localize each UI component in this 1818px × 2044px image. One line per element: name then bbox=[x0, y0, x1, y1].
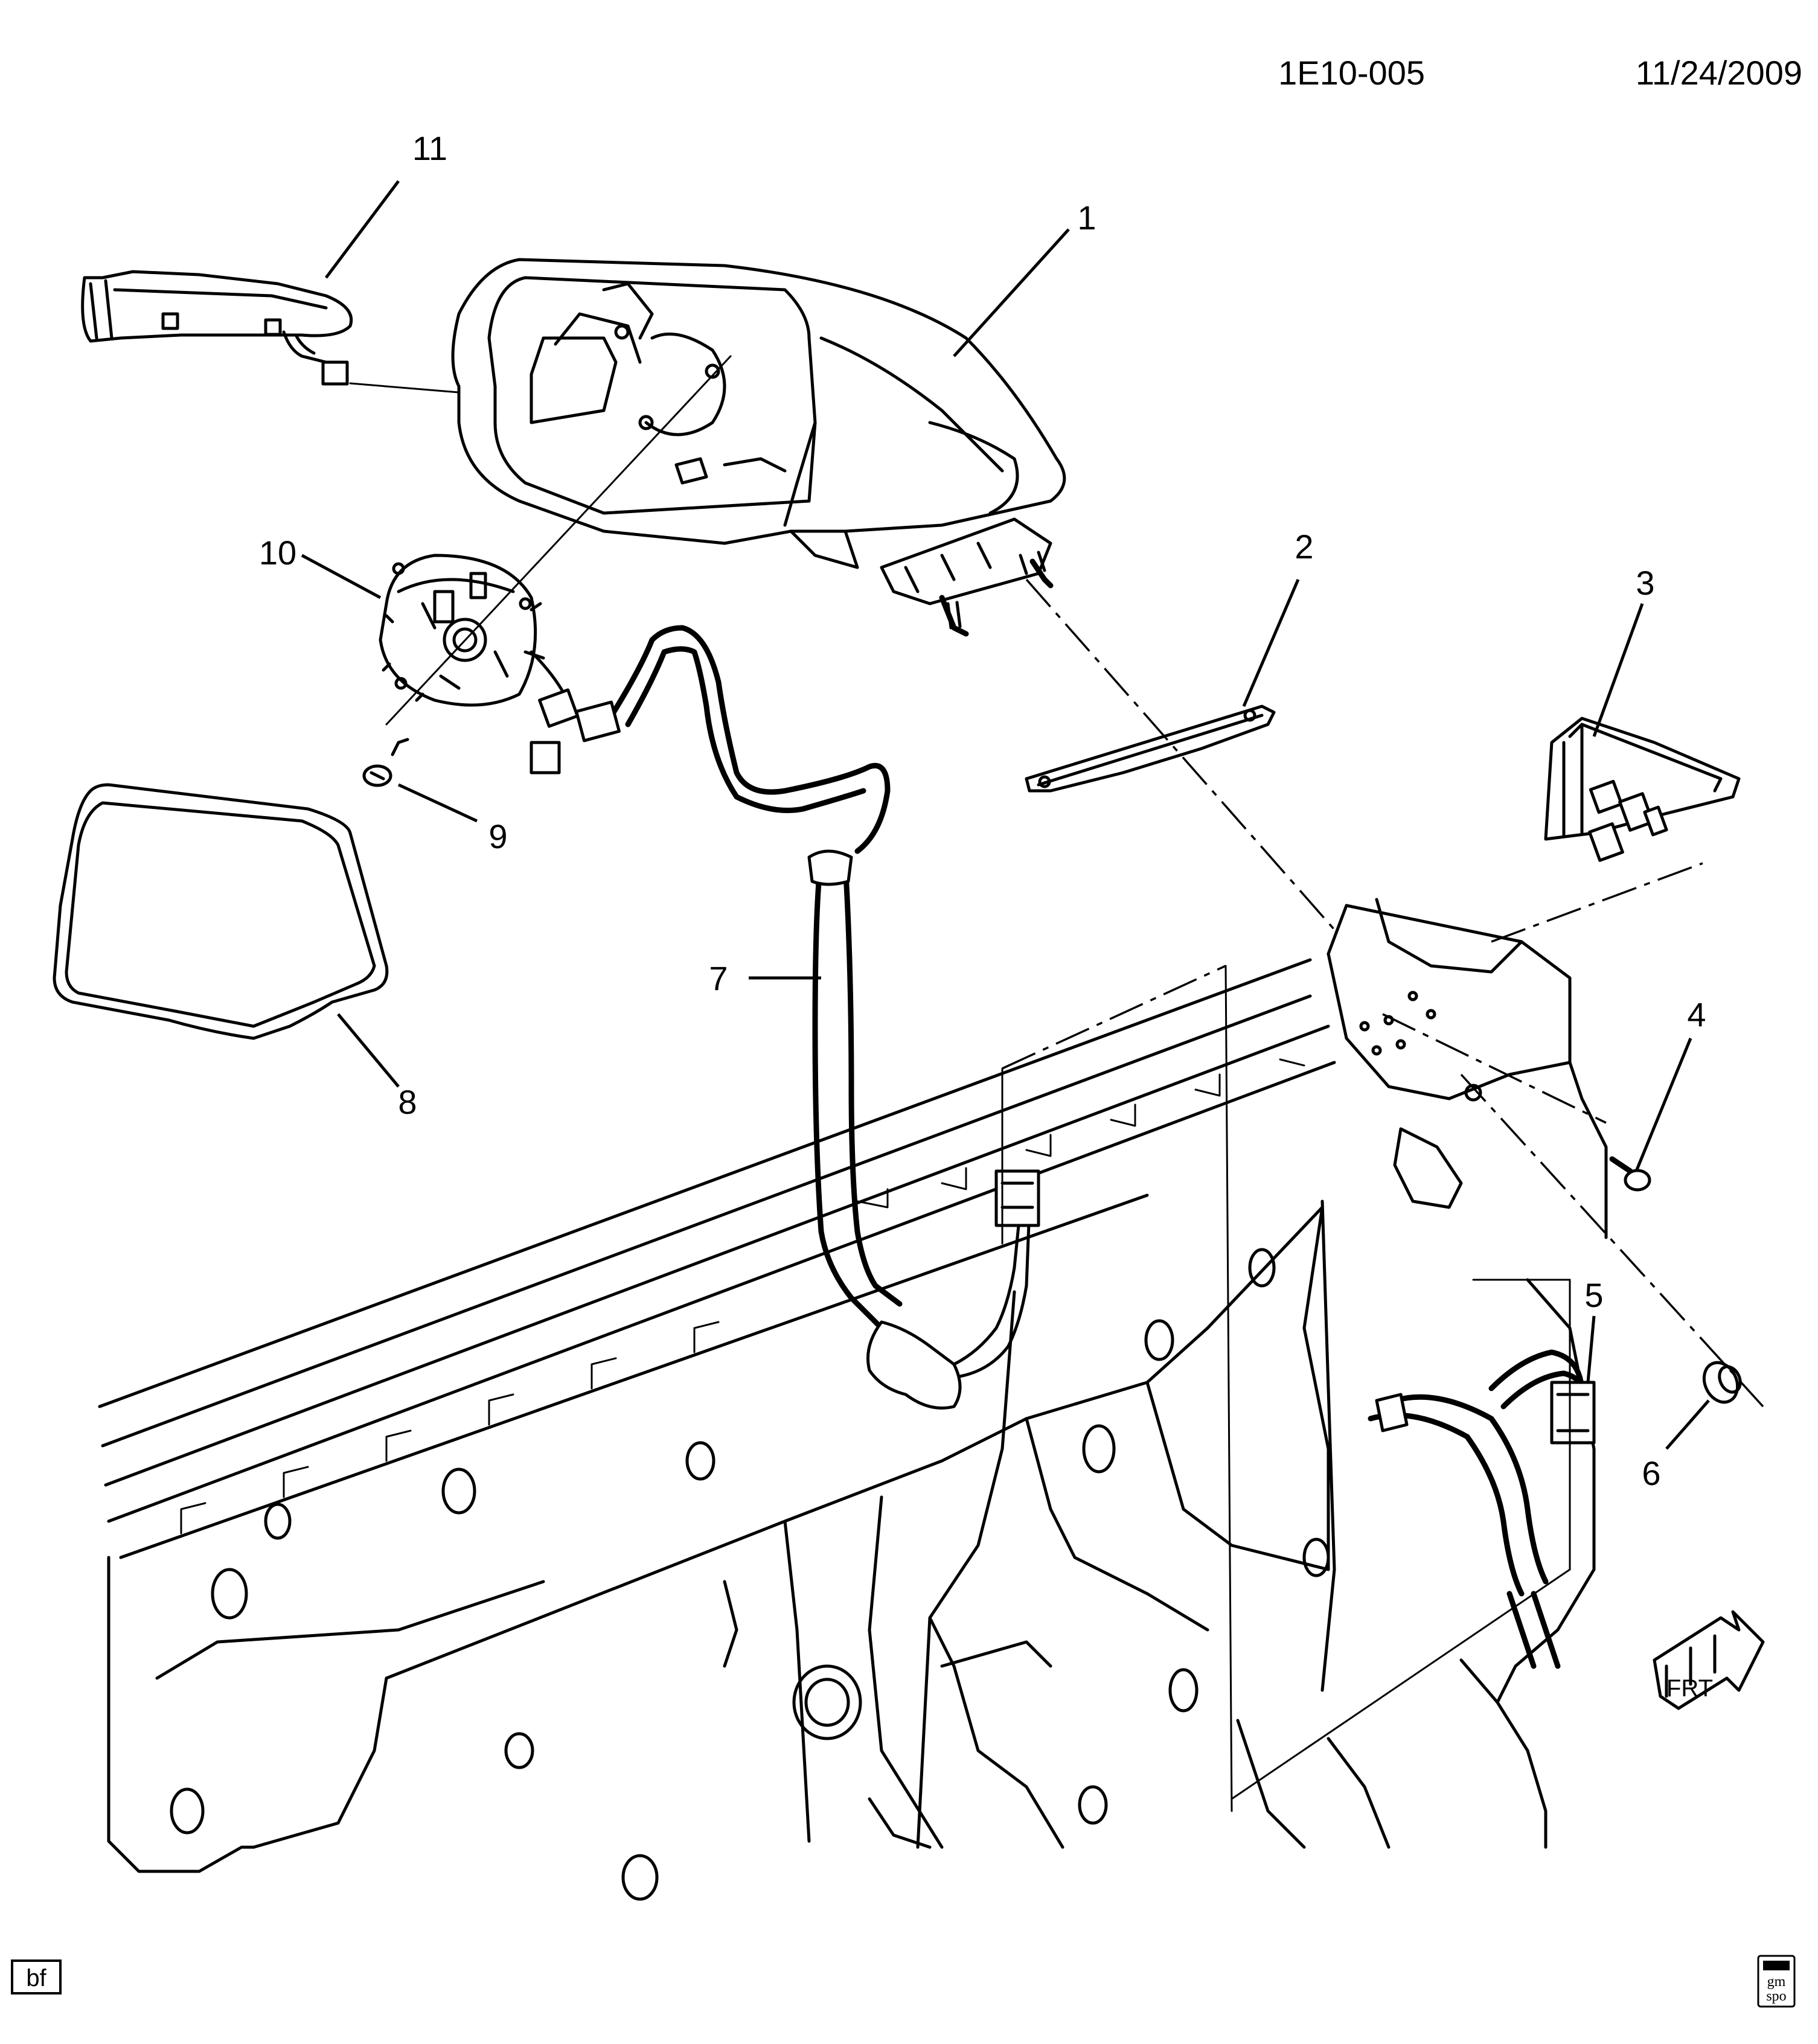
leader-5 bbox=[1586, 1315, 1596, 1383]
callout-5: 5 bbox=[1584, 1276, 1603, 1314]
callout-8: 8 bbox=[398, 1083, 417, 1121]
part-mirror-actuator[interactable] bbox=[379, 554, 579, 774]
callout-9: 9 bbox=[488, 817, 507, 855]
callout-1: 1 bbox=[1077, 199, 1096, 237]
part-mirror-housing[interactable] bbox=[451, 258, 1066, 637]
callout-7: 7 bbox=[709, 959, 728, 997]
leader-1 bbox=[953, 228, 1070, 357]
callout-3: 3 bbox=[1636, 564, 1654, 602]
front-direction-arrow: FRT bbox=[1653, 1610, 1765, 1710]
callout-numbers: 1 2 3 4 5 6 7 8 9 10 11 bbox=[259, 129, 1706, 1492]
part-mirror-glass[interactable] bbox=[53, 783, 389, 1040]
leader-9 bbox=[397, 783, 478, 823]
callout-6: 6 bbox=[1642, 1454, 1660, 1492]
reference-lines bbox=[349, 355, 1764, 1812]
svg-text:spo: spo bbox=[1766, 1988, 1786, 2004]
footer: bf gm spo bbox=[11, 1955, 1796, 2008]
bf-box bbox=[11, 1959, 62, 1994]
part-bolt[interactable] bbox=[1609, 1156, 1651, 1192]
callout-11: 11 bbox=[412, 129, 447, 167]
leader-4 bbox=[1634, 1038, 1692, 1172]
part-mirror-patch[interactable] bbox=[1544, 717, 1741, 862]
diagram-date: 11/24/2009 bbox=[1636, 54, 1802, 92]
leader-6 bbox=[1665, 1399, 1710, 1450]
direction-label: FRT bbox=[1666, 1675, 1713, 1702]
callout-4: 4 bbox=[1687, 995, 1706, 1033]
leader-2 bbox=[1242, 579, 1300, 707]
svg-text:gm: gm bbox=[1767, 1974, 1786, 1990]
leader-lines bbox=[301, 180, 1710, 1450]
bf-label: bf bbox=[26, 1965, 46, 1991]
part-mirror-cover[interactable] bbox=[81, 270, 353, 386]
leader-10 bbox=[301, 554, 382, 599]
gm-spo-logo: gm spo bbox=[1757, 1955, 1796, 2008]
part-plug[interactable] bbox=[1698, 1357, 1744, 1408]
part-wiring-harness[interactable] bbox=[575, 625, 1040, 1410]
diagram-header: 1E10-005 11/24/2009 bbox=[1278, 54, 1802, 92]
part-connector[interactable] bbox=[1368, 1349, 1596, 1669]
part-mirror-seal[interactable] bbox=[1025, 704, 1276, 793]
door-inner-panel bbox=[98, 898, 1608, 1901]
callout-10: 10 bbox=[259, 534, 296, 572]
leader-8 bbox=[337, 1013, 400, 1088]
callout-2: 2 bbox=[1295, 528, 1313, 566]
part-screw[interactable] bbox=[362, 738, 409, 787]
leader-11 bbox=[325, 180, 400, 279]
leader-3 bbox=[1592, 603, 1644, 737]
diagram-id: 1E10-005 bbox=[1278, 54, 1425, 92]
